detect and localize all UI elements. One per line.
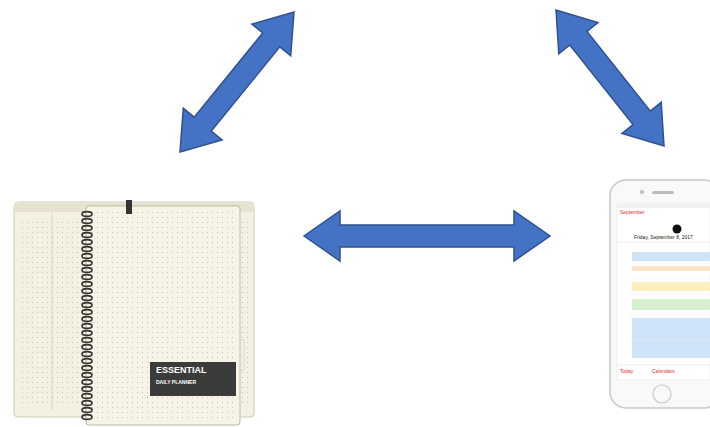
tab-label: Calendars	[652, 369, 675, 375]
spiral-ring	[82, 282, 92, 287]
spiral-ring	[82, 324, 92, 329]
spiral-ring	[82, 408, 92, 413]
date-label: Friday, September 8, 2017	[634, 235, 693, 241]
spiral-ring	[82, 387, 92, 392]
tab-label: Today	[620, 369, 633, 375]
spiral-ring	[82, 345, 92, 350]
cover-subtitle: DAILY PLANNER	[156, 380, 196, 386]
spiral-ring	[82, 366, 92, 371]
spiral-ring	[82, 310, 92, 315]
spiral-ring	[82, 296, 92, 301]
spiral-ring	[82, 247, 92, 252]
month-label: September	[620, 210, 644, 216]
spiral-ring	[82, 338, 92, 343]
spiral-ring	[82, 289, 92, 294]
phone-illustration	[610, 180, 710, 408]
double-arrow	[556, 10, 664, 146]
spiral-ring	[82, 233, 92, 238]
spiral-ring	[82, 317, 92, 322]
double-arrow	[180, 12, 294, 152]
planner-illustration	[14, 200, 254, 425]
spiral-ring	[82, 219, 92, 224]
spiral-ring	[82, 268, 92, 273]
spiral-ring	[82, 240, 92, 245]
spiral-ring	[82, 380, 92, 385]
double-arrow	[304, 211, 550, 261]
spiral-ring	[82, 352, 92, 357]
spiral-ring	[82, 254, 92, 259]
spiral-ring	[82, 373, 92, 378]
spiral-ring	[82, 261, 92, 266]
spiral-ring	[82, 331, 92, 336]
spiral-ring	[82, 359, 92, 364]
spiral-ring	[82, 275, 92, 280]
spiral-ring	[82, 415, 92, 420]
cover-title: ESSENTIAL	[156, 366, 207, 376]
spiral-ring	[82, 394, 92, 399]
spiral-ring	[82, 401, 92, 406]
spiral-ring	[82, 226, 92, 231]
spiral-ring	[82, 303, 92, 308]
spiral-ring	[82, 212, 92, 217]
